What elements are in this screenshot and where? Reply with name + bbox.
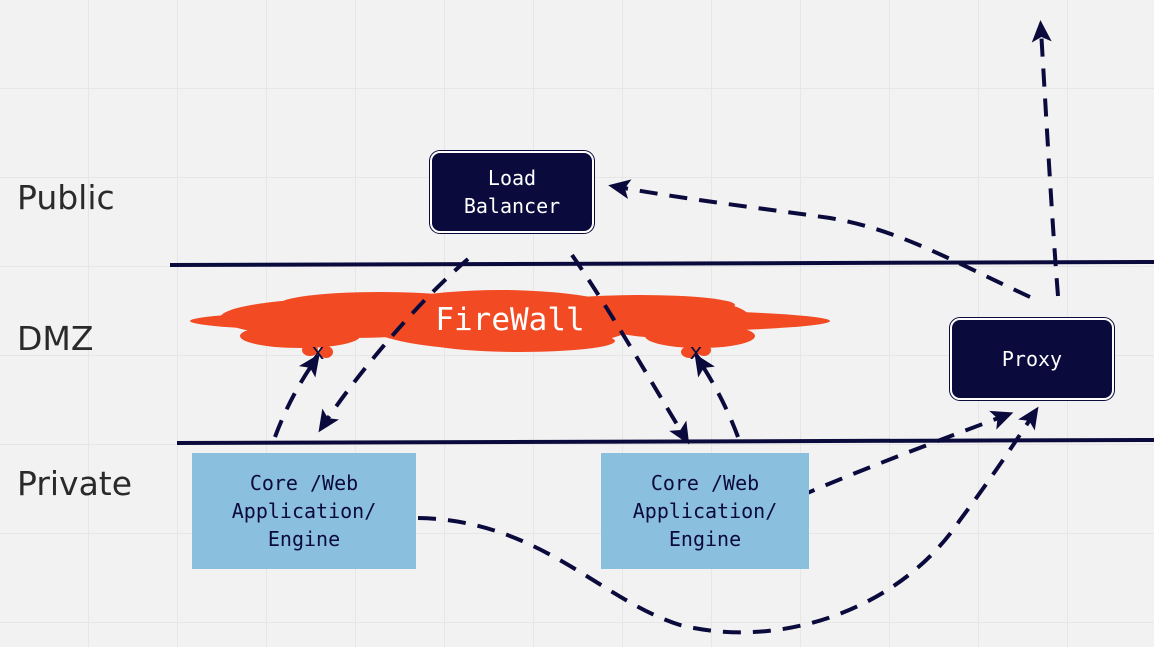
core-web-app-right-node[interactable]: Core /Web Application/ Engine (601, 453, 809, 569)
zone-label-public: Public (17, 178, 115, 217)
firewall-label: FireWall (435, 302, 584, 338)
arrow-proxy-to-internet (1031, 20, 1060, 297)
arrow-proxy-to-lb (608, 179, 1031, 299)
arrow-core-left-to-proxy (417, 406, 1039, 635)
arrow-lb-to-core-left (318, 257, 470, 433)
arrow-lb-to-core-right (570, 253, 690, 445)
arrow-core-right-to-firewall (694, 353, 740, 438)
proxy-node[interactable]: Proxy (950, 318, 1114, 400)
arrow-core-left-to-firewall (273, 353, 320, 438)
blocked-mark-right: x (689, 340, 702, 365)
load-balancer-node[interactable]: Load Balancer (430, 151, 594, 233)
blocked-mark-left: x (311, 340, 324, 365)
core-web-app-left-node[interactable]: Core /Web Application/ Engine (192, 453, 416, 569)
zone-label-dmz: DMZ (17, 319, 94, 358)
arrow-core-right-to-proxy (797, 410, 1014, 499)
public-dmz-boundary (169, 260, 1154, 267)
dmz-private-boundary (176, 438, 1154, 445)
zone-label-private: Private (17, 464, 133, 503)
